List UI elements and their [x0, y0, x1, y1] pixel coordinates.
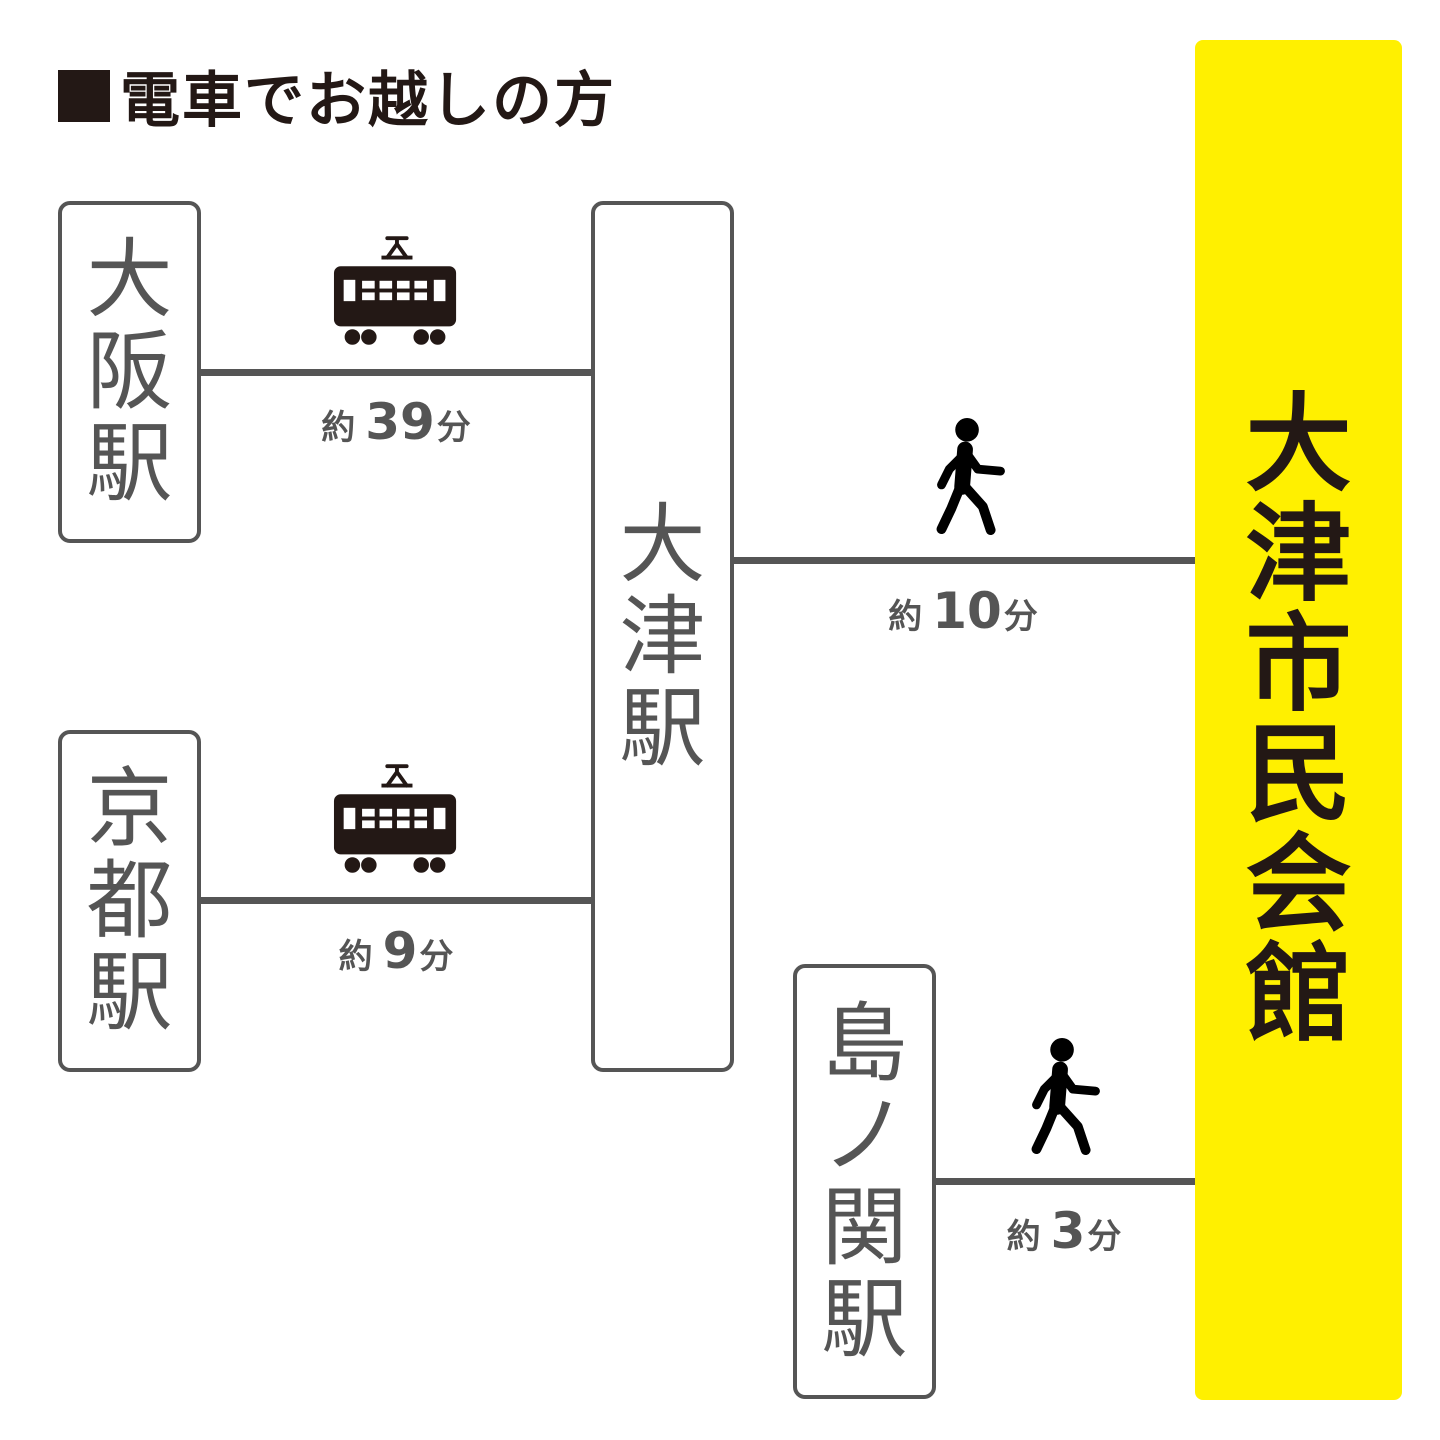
train-icon [333, 762, 459, 874]
label-character: 館 [1245, 933, 1352, 1056]
label-character: 津 [1245, 493, 1352, 616]
station-otsu: 大津駅 [591, 201, 734, 1072]
label-character: 京 [86, 759, 173, 859]
label-character: 都 [86, 851, 173, 951]
label-character: 駅 [86, 943, 173, 1043]
destination-otsu-civic-hall: 大津市民会館 [1195, 40, 1402, 1400]
walking-person-icon [1030, 1038, 1100, 1156]
walking-person-icon [935, 418, 1005, 536]
label-character: 阪 [86, 322, 173, 422]
page-title-text: 電車でお越しの方 [120, 66, 616, 136]
station-kyoto: 京都駅 [58, 730, 201, 1072]
label-character: 大 [619, 494, 706, 595]
station-kyoto-label: 京都駅 [87, 763, 173, 1039]
station-otsu-label: 大津駅 [620, 499, 706, 775]
route-line-kyoto-otsu [200, 897, 592, 904]
route-line-shimanoseki-hall [935, 1178, 1195, 1185]
label-character: 会 [1245, 823, 1352, 946]
station-osaka-label: 大阪駅 [87, 234, 173, 510]
label-character: ノ [821, 1085, 908, 1186]
label-character: 大 [86, 230, 173, 330]
page-title: 電車でお越しの方 [58, 52, 616, 139]
label-character: 民 [1245, 713, 1352, 836]
label-character: 駅 [821, 1269, 908, 1370]
label-character: 大 [1245, 383, 1352, 506]
station-osaka: 大阪駅 [58, 201, 201, 543]
station-shimanoseki: 島ノ関駅 [793, 964, 936, 1399]
station-shimanoseki-label: 島ノ関駅 [822, 998, 908, 1366]
route-line-osaka-otsu [200, 369, 592, 376]
label-character: 関 [821, 1177, 908, 1278]
route-line-otsu-hall [733, 557, 1195, 564]
label-character: 市 [1245, 603, 1352, 726]
destination-label: 大津市民会館 [1246, 390, 1352, 1050]
label-character: 島 [821, 993, 908, 1094]
train-icon [333, 234, 459, 346]
label-character: 駅 [619, 678, 706, 779]
label-character: 津 [619, 586, 706, 687]
label-character: 駅 [86, 414, 173, 514]
square-bullet-icon [58, 69, 110, 122]
